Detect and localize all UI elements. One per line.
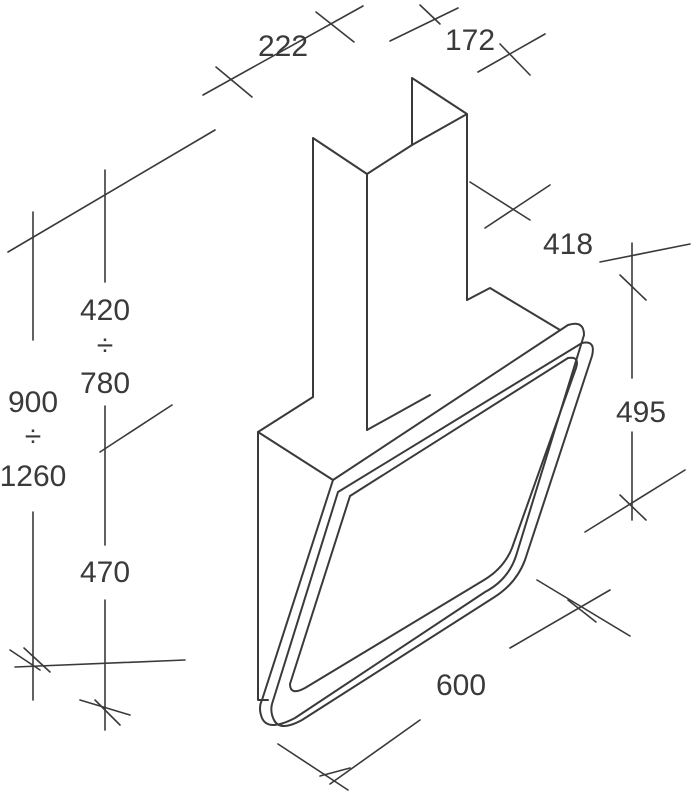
glass-panel-frame: [270, 341, 594, 727]
label-total-max: 1260: [0, 460, 66, 493]
dimension-labels: 222 172 418 420 ÷ 780 900 ÷ 1260 470 495…: [0, 24, 666, 702]
glass-panel-outer: [259, 322, 585, 726]
label-upper-max: 780: [80, 367, 130, 400]
dimension-lines: [7, 4, 691, 791]
label-total-separator: ÷: [25, 420, 41, 453]
label-width: 600: [436, 669, 486, 702]
chimney-back-panel: [411, 77, 468, 301]
label-chimney-width: 222: [258, 30, 308, 63]
glass-panel-face: [289, 356, 578, 693]
label-chimney-depth: 172: [445, 24, 495, 57]
label-upper-min: 420: [80, 294, 130, 327]
chimney-front: [312, 137, 413, 431]
label-upper-separator: ÷: [97, 329, 113, 362]
hood-body-top: [257, 287, 561, 481]
label-lower: 470: [80, 556, 130, 589]
label-hood-depth: 418: [543, 228, 593, 261]
hood-body-side: [257, 431, 269, 701]
label-panel-height: 495: [616, 396, 666, 429]
label-total-min: 900: [8, 386, 58, 419]
hood-outline: [257, 77, 594, 727]
